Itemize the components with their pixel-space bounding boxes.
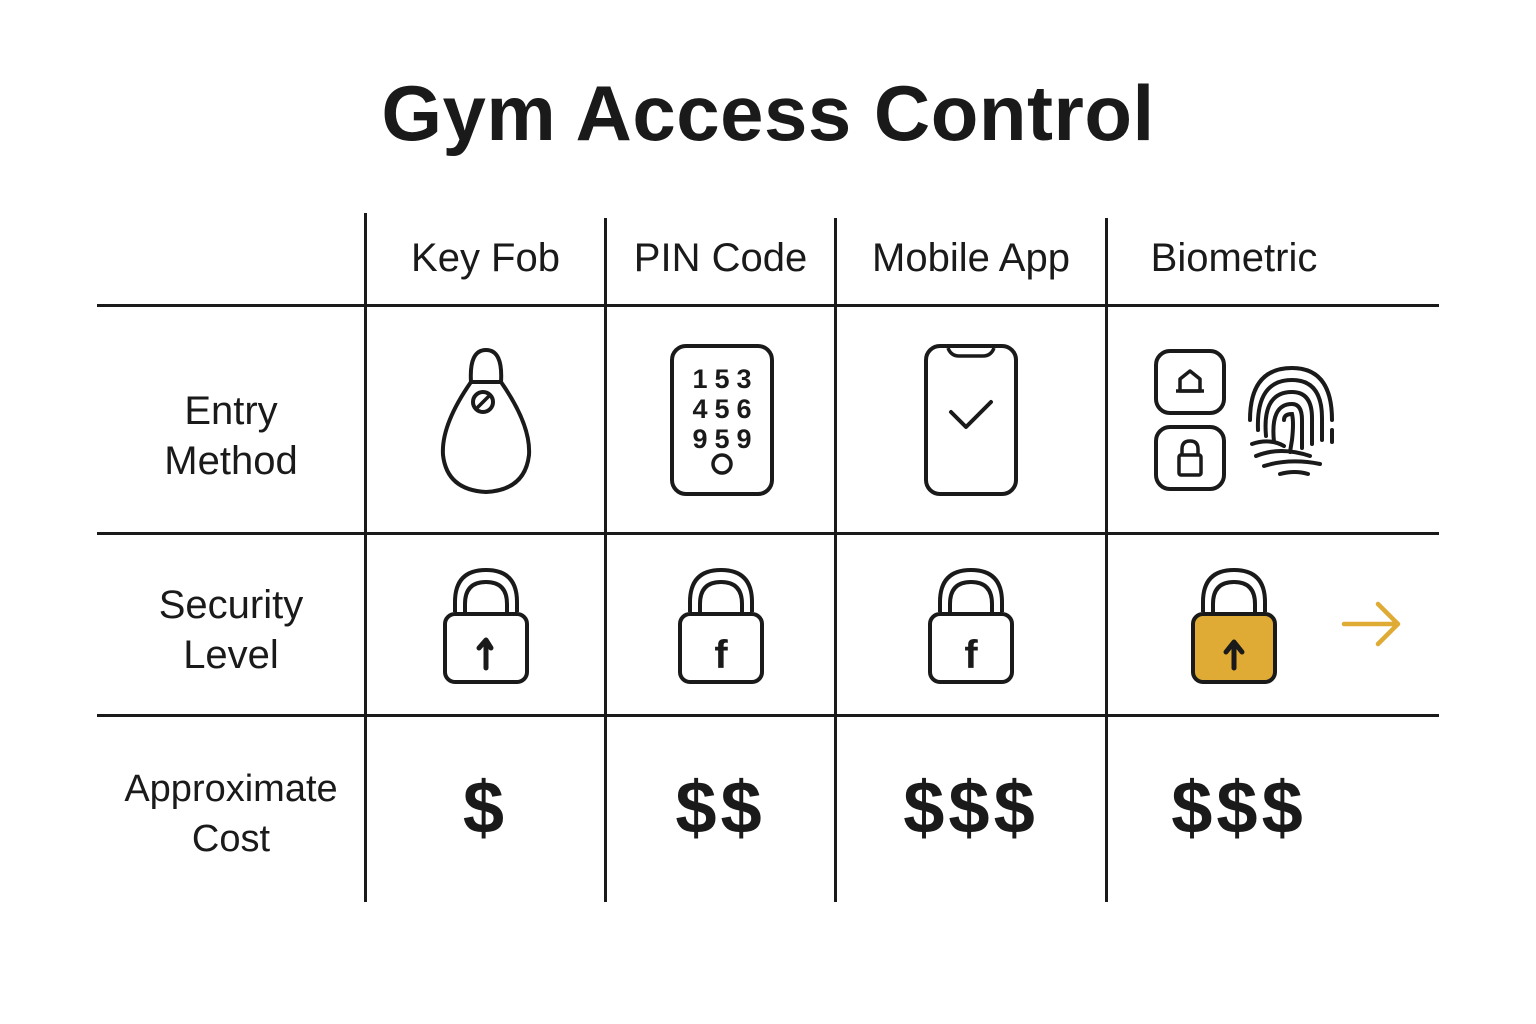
key-fob-icon	[440, 347, 531, 494]
row-header-line: Cost	[191, 818, 271, 860]
fingerprint-icon	[1248, 365, 1334, 476]
arrow-right-icon	[1341, 601, 1401, 647]
smartphone-check-icon	[924, 343, 1018, 496]
grid-line-col1	[364, 213, 367, 902]
grid-line-header	[97, 304, 1439, 307]
svg-text:f: f	[964, 633, 978, 677]
svg-text:5: 5	[714, 364, 729, 394]
cost-key-fob: $	[462, 765, 509, 849]
padlock-icon: f	[928, 567, 1014, 684]
svg-text:f: f	[714, 633, 728, 677]
column-header-biometric: Biometric	[1150, 236, 1318, 280]
cell-security-key-fob	[367, 535, 604, 714]
grid-line-row1	[97, 532, 1439, 535]
row-header-line: Method	[164, 439, 298, 483]
svg-text:6: 6	[736, 394, 751, 424]
svg-text:1: 1	[692, 364, 707, 394]
cell-security-pin-code: f	[607, 535, 834, 714]
svg-text:5: 5	[714, 424, 729, 454]
cost-pin-code: $$	[675, 765, 766, 849]
svg-text:4: 4	[692, 394, 707, 424]
page-title: Gym Access Control	[381, 69, 1155, 157]
svg-text:5: 5	[714, 394, 729, 424]
svg-text:9: 9	[692, 424, 707, 454]
row-header-line: Level	[183, 633, 279, 677]
grid-line-col4	[1105, 218, 1108, 902]
padlock-highlighted-icon	[1191, 567, 1277, 684]
cost-biometric: $$$	[1171, 765, 1307, 849]
column-header-mobile-app: Mobile App	[872, 236, 1070, 280]
padlock-button-icon	[1154, 424, 1226, 491]
row-header-approximate-cost: Approximate Cost	[98, 764, 364, 864]
cell-entry-biometric	[1108, 307, 1360, 532]
column-header-pin-code: PIN Code	[633, 236, 808, 280]
row-header-line: Security	[158, 583, 304, 627]
cell-security-biometric	[1108, 535, 1360, 714]
padlock-icon: f	[677, 567, 764, 684]
row-header-entry-method: Entry Method	[98, 386, 364, 486]
row-header-security-level: Security Level	[98, 580, 364, 680]
grid-line-row2	[97, 714, 1439, 717]
column-header-key-fob: Key Fob	[411, 236, 560, 280]
home-button-icon	[1154, 348, 1226, 415]
cost-mobile-app: $$$	[903, 765, 1039, 849]
row-header-line: Entry	[184, 389, 278, 433]
cell-security-mobile-app: f	[837, 535, 1105, 714]
svg-text:9: 9	[736, 424, 751, 454]
cell-entry-mobile-app	[837, 307, 1105, 532]
padlock-icon	[442, 567, 529, 684]
svg-text:3: 3	[736, 364, 751, 394]
grid-line-col3	[834, 218, 837, 902]
row-header-line: Approximate	[124, 768, 338, 810]
grid-line-col2	[604, 218, 607, 902]
cell-entry-key-fob	[367, 307, 604, 532]
